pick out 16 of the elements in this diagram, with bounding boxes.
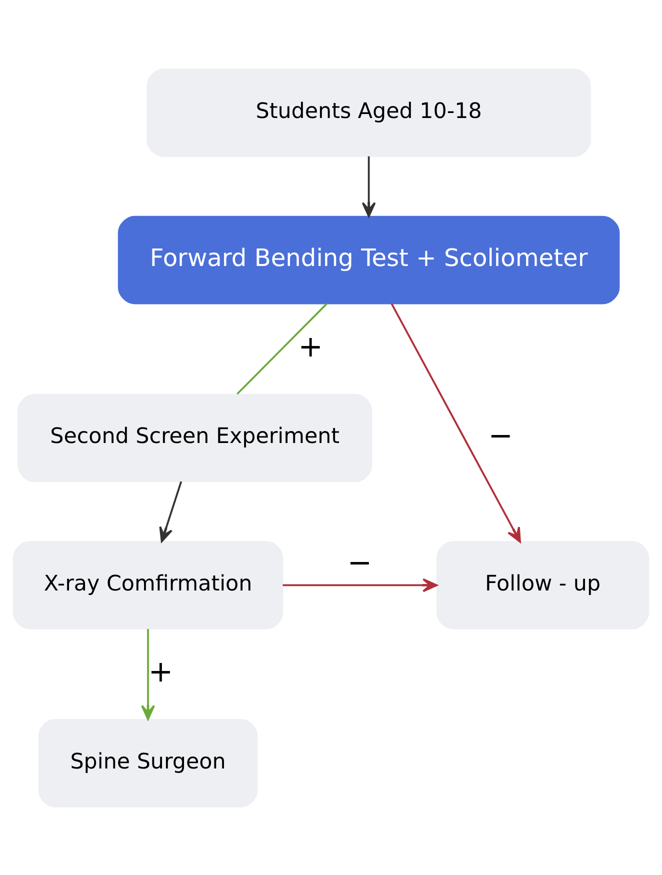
node-box: Students Aged 10-18 [146,68,591,156]
node-box: Forward Bending Test + Scoliometer [118,215,620,304]
node-box: Follow - up [436,540,650,629]
edge-label: − [347,545,372,580]
arrow [390,302,521,542]
arrow [159,480,182,542]
node-box: Second Screen Experiment [18,393,372,482]
edge-label: + [298,329,323,364]
node-box: X-ray Comfirmation [12,540,284,629]
arrow [141,628,155,720]
arrow [362,156,376,217]
edge-label: + [148,654,174,688]
arrow [282,578,438,592]
edge-label: − [488,418,513,452]
node-box: Spine Surgeon [38,718,258,807]
connector [236,302,328,394]
